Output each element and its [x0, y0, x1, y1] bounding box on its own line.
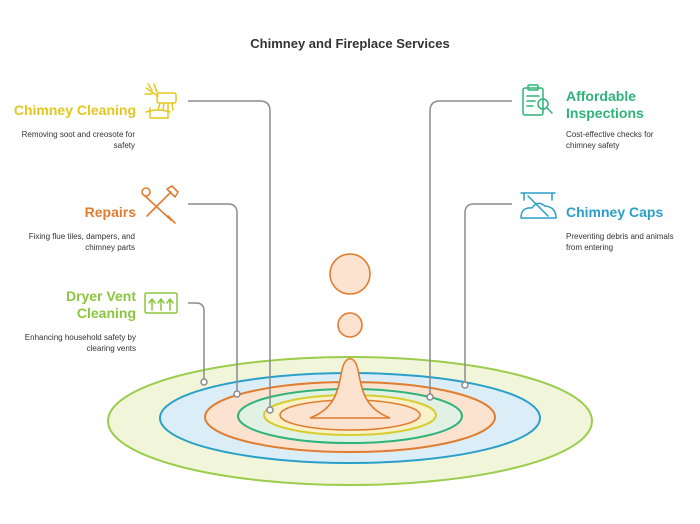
connector-repairs — [188, 203, 238, 394]
inspection-icon — [522, 84, 553, 116]
affordable-inspections-description: Cost-effective checks for chimney safety — [566, 130, 654, 150]
diagram-title: Chimney and Fireplace Services — [250, 36, 450, 51]
chimney-cleaning-description: Removing soot and creosote for safety — [21, 130, 135, 150]
connector-chimney-caps — [464, 203, 512, 385]
chimney-brush-icon — [144, 83, 177, 119]
droplet-small — [337, 312, 363, 338]
vent-icon — [144, 292, 178, 314]
chimney-caps-description: Preventing debris and animals from enter… — [566, 232, 674, 252]
chimney-cleaning-label: Chimney Cleaning — [13, 102, 136, 118]
connector-dot — [461, 381, 469, 389]
dryer-vent-cleaning-description: Enhancing household safety by clearing v… — [24, 333, 136, 353]
connector-dot — [266, 406, 274, 414]
connector-dot — [200, 378, 208, 386]
dryer-vent-cleaning-label: Dryer Vent Cleaning — [65, 288, 136, 321]
chimney-caps-label: Chimney Caps — [566, 204, 664, 220]
repairs-label: Repairs — [84, 204, 136, 220]
chimney-cap-icon — [520, 192, 557, 219]
connector-chimney-cleaning — [188, 100, 271, 410]
affordable-inspections-label: Affordable Inspections — [566, 88, 644, 121]
connector-inspections — [429, 100, 512, 397]
connector-dot — [426, 393, 434, 401]
connector-dot — [233, 390, 241, 398]
repairs-description: Fixing flue tiles, dampers, and chimney … — [28, 232, 135, 252]
connector-dryer-vent — [188, 302, 205, 382]
splash-shape — [309, 357, 391, 419]
droplet-large — [329, 253, 371, 295]
tools-icon — [141, 185, 179, 224]
